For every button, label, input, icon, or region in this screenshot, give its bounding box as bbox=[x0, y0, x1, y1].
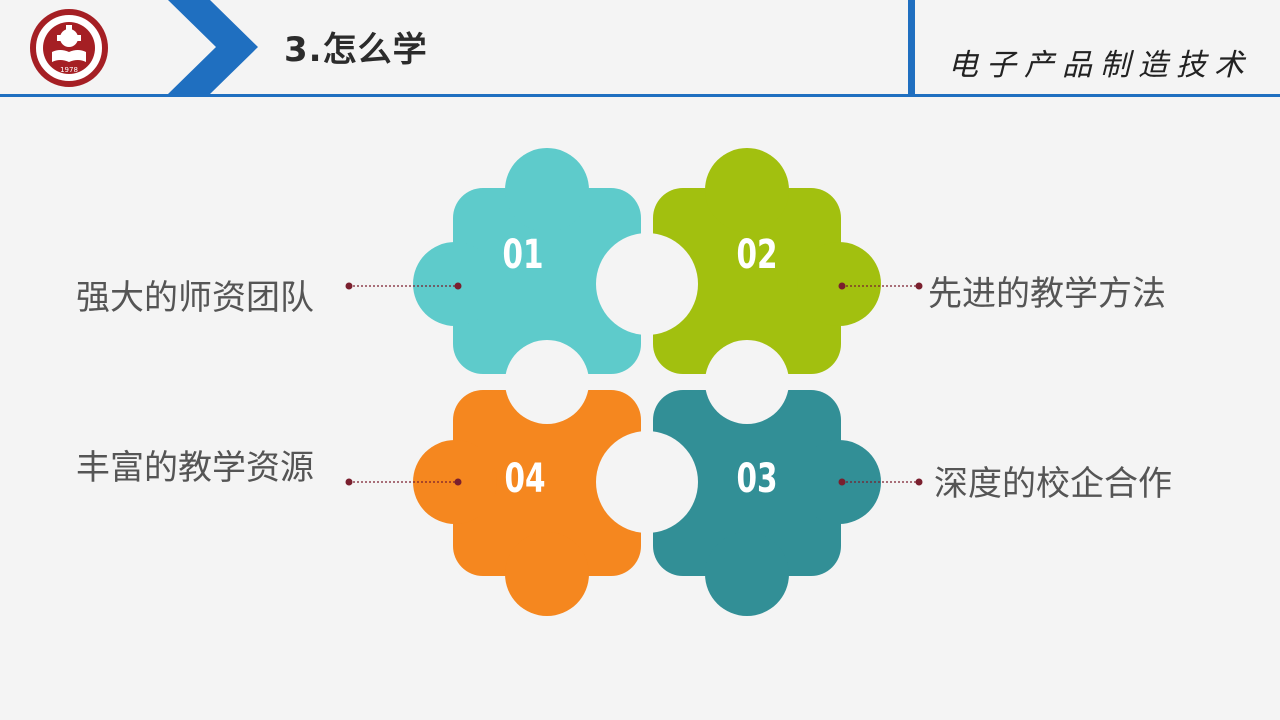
header-divider bbox=[0, 94, 1280, 97]
puzzle-piece-03 bbox=[653, 390, 881, 616]
connector-dot bbox=[915, 478, 923, 486]
piece-number-03: 03 bbox=[736, 456, 778, 502]
label-industry-cooperation: 深度的校企合作 bbox=[934, 464, 1172, 504]
connector-dot bbox=[915, 282, 923, 290]
connector-dot bbox=[454, 478, 462, 486]
section-title: 3.怎么学 bbox=[284, 30, 428, 70]
connector-dot bbox=[838, 478, 846, 486]
label-faculty-team: 强大的师资团队 bbox=[76, 278, 314, 318]
course-title: 电子产品制造技术 bbox=[948, 48, 1252, 83]
piece-number-02: 02 bbox=[736, 232, 778, 278]
school-logo: 1978 bbox=[30, 9, 108, 87]
piece-number-01: 01 bbox=[502, 232, 544, 278]
chevron-arrow-icon bbox=[168, 0, 258, 94]
header-separator bbox=[908, 0, 915, 94]
puzzle-holes bbox=[505, 233, 789, 533]
puzzle-piece-02 bbox=[653, 148, 881, 374]
puzzle-piece-01 bbox=[413, 148, 641, 374]
connector-dot bbox=[345, 478, 353, 486]
label-teaching-resources: 丰富的教学资源 bbox=[76, 448, 314, 488]
connector-dot bbox=[838, 282, 846, 290]
connector-dot bbox=[454, 282, 462, 290]
connector-dot bbox=[345, 282, 353, 290]
label-teaching-methods: 先进的教学方法 bbox=[928, 274, 1166, 314]
piece-number-04: 04 bbox=[504, 456, 546, 502]
logo-year: 1978 bbox=[60, 66, 78, 74]
connectors bbox=[345, 282, 923, 486]
